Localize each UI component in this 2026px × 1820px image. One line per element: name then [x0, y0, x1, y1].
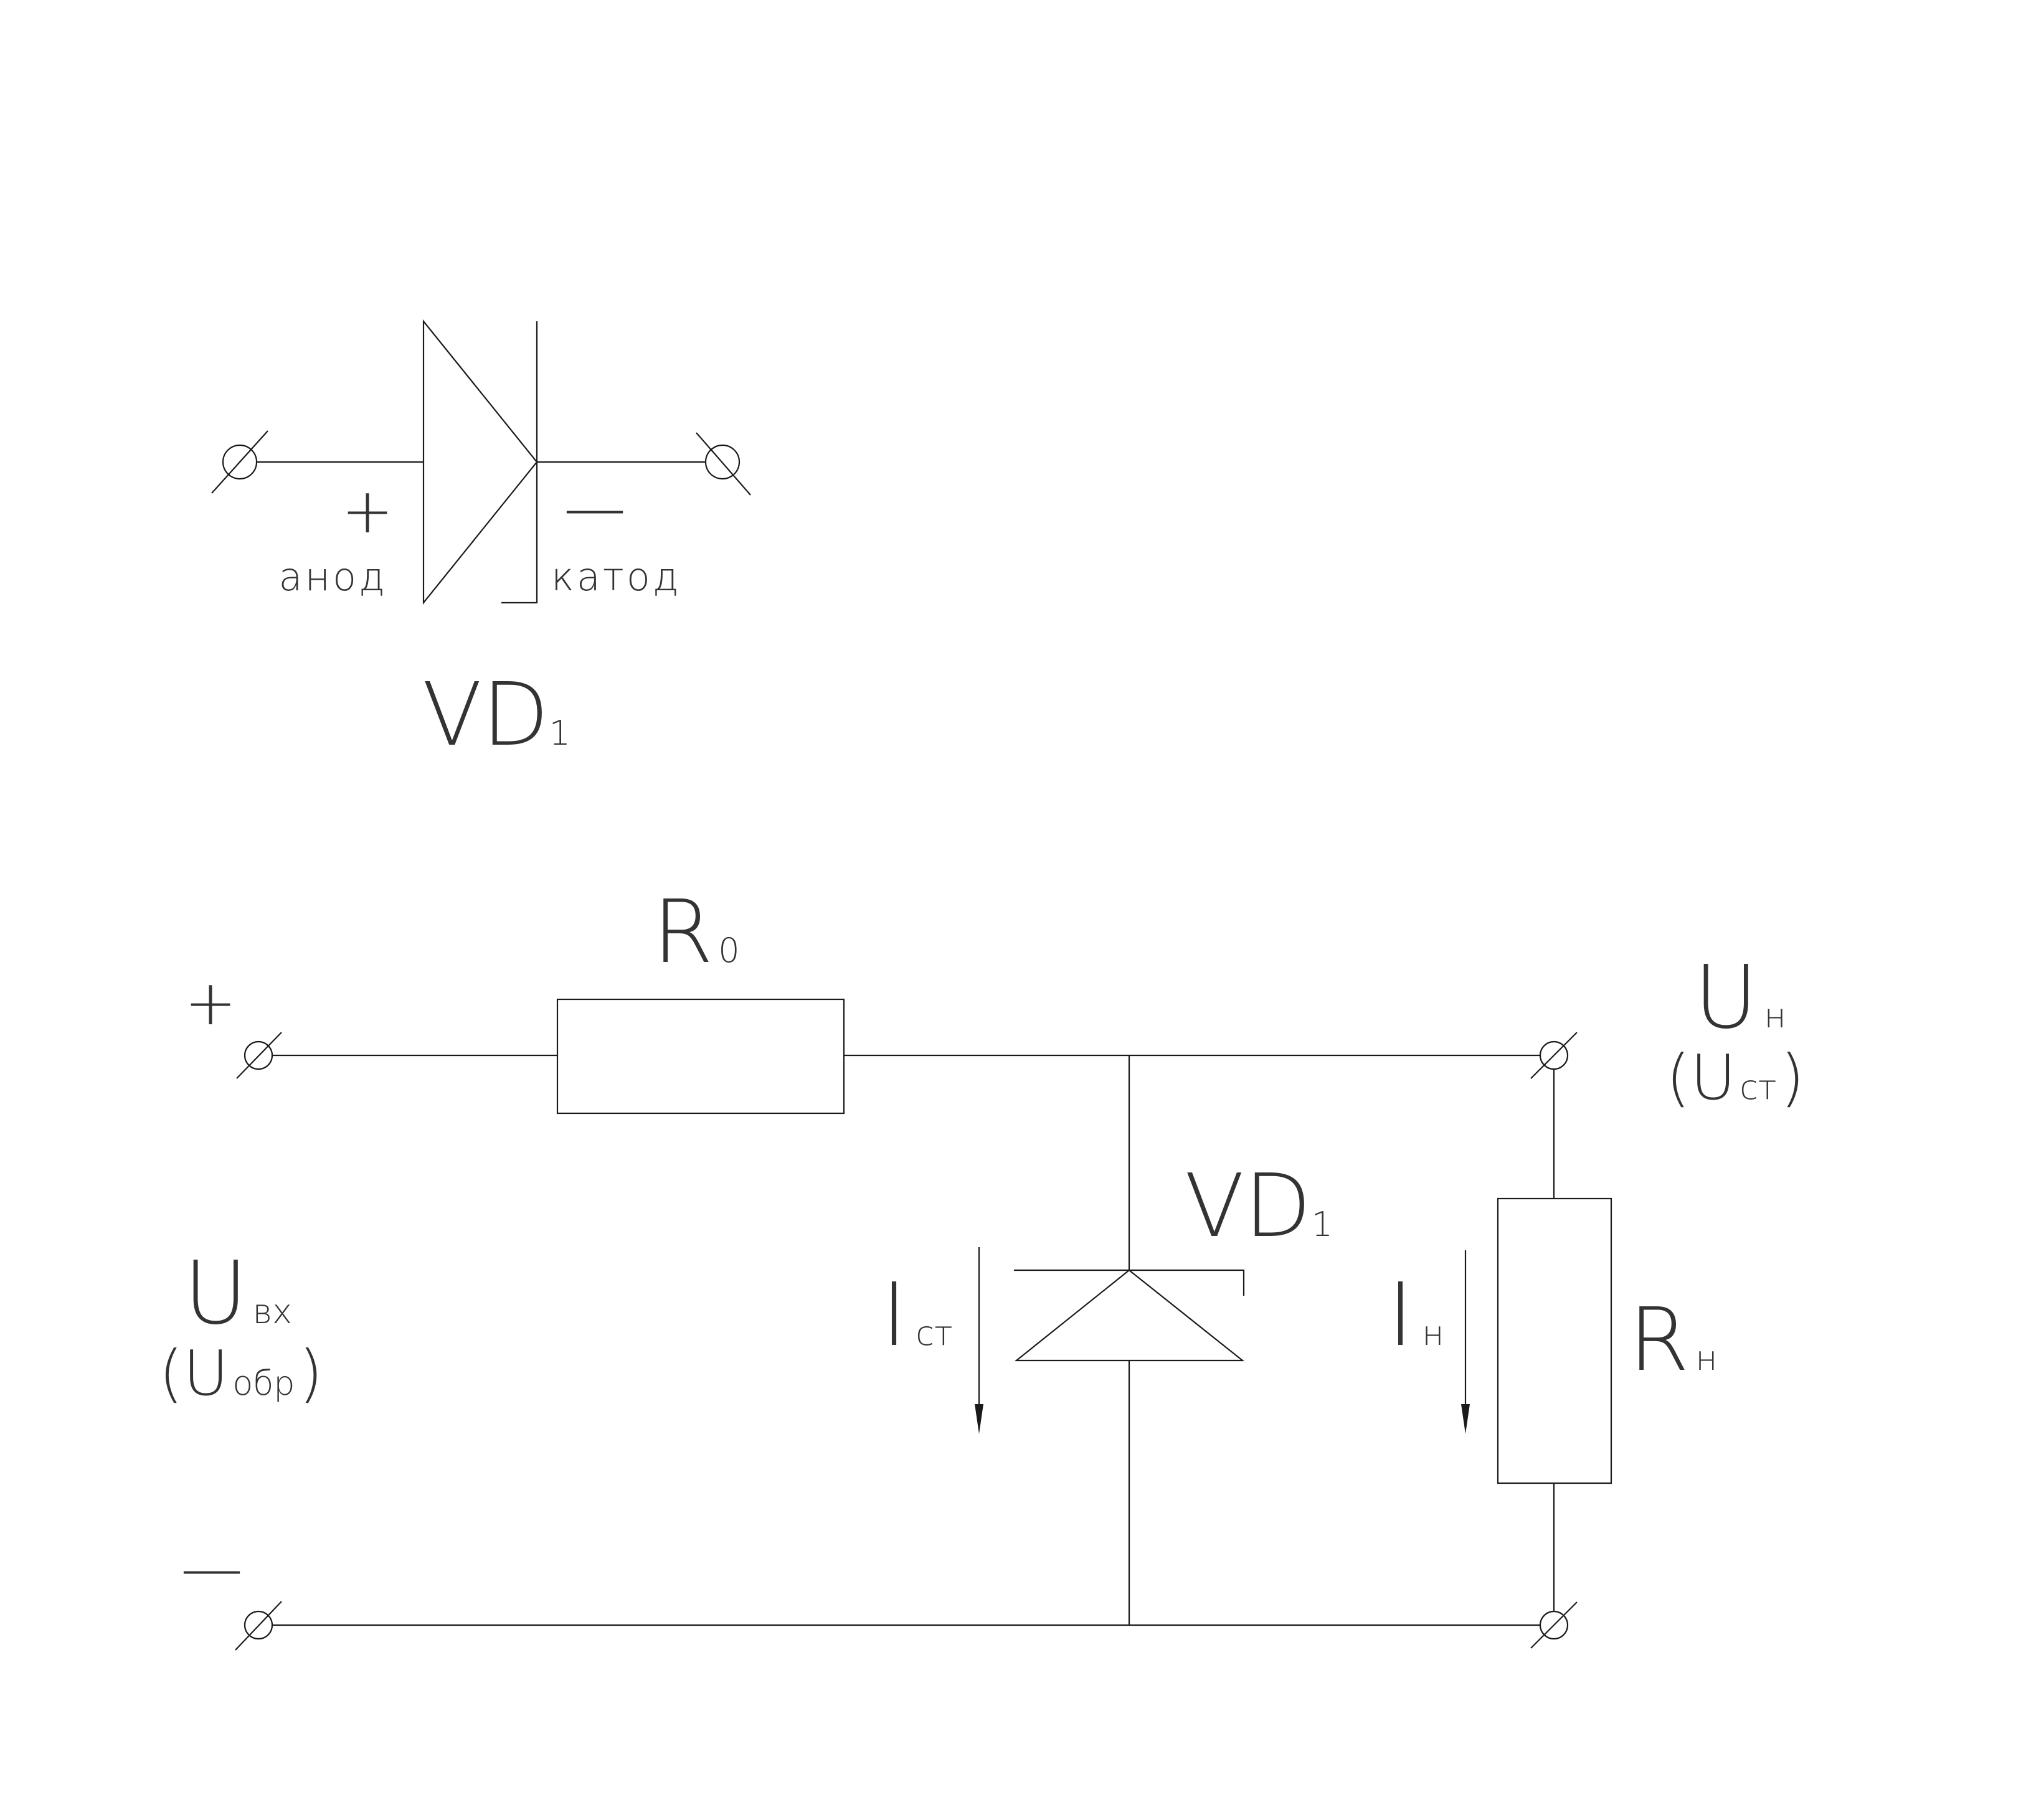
urev-label-close: ) [299, 1337, 323, 1410]
zener-designator: VD1 [1185, 1156, 1333, 1257]
ist-current-arrow [975, 1247, 983, 1434]
in-current-arrow [1461, 1250, 1470, 1434]
rn-label-main: R [1629, 1290, 1689, 1391]
diode-designator-main: VD [422, 664, 549, 766]
zener-designator-sub: 1 [1312, 1205, 1333, 1244]
cathode-label: катод [551, 554, 681, 600]
cathode-terminal [696, 432, 751, 496]
cathode-polarity: — [564, 471, 626, 544]
diode-designator: VD1 [422, 664, 570, 766]
r0-label-sub: 0 [718, 931, 739, 970]
urev-label-open: (U [159, 1337, 229, 1410]
un-label-main: U [1694, 947, 1758, 1049]
rn-label-sub: н [1695, 1339, 1717, 1378]
resistor-rn [1497, 1197, 1612, 1484]
ist-label-sub: ст [916, 1314, 952, 1353]
zener-triangle [1014, 1269, 1245, 1362]
in-label-main: I [1388, 1265, 1413, 1366]
ust-label-open: (U [1666, 1041, 1736, 1114]
ist-label-main: I [881, 1265, 907, 1366]
r0-label-main: R [653, 882, 713, 983]
diode-symbol: + — анод катод VD1 [211, 319, 751, 766]
ust-label-close: ) [1781, 1041, 1805, 1114]
zener-designator-main: VD [1185, 1156, 1312, 1257]
zener-bar [1014, 1269, 1245, 1296]
diode-triangle [422, 319, 538, 605]
urev-label-sub: обр [232, 1364, 295, 1403]
anode-polarity: + [341, 474, 394, 547]
in-label-sub: н [1422, 1314, 1444, 1353]
resistor-r0 [556, 998, 845, 1115]
un-label-sub: н [1764, 996, 1786, 1035]
anode-label: анод [279, 554, 387, 600]
uin-label-sub: вх [252, 1292, 292, 1331]
input-plus-sign: + [184, 966, 237, 1039]
input-minus-sign: — [181, 1532, 243, 1605]
diode-cathode-bar [501, 321, 538, 604]
uin-label-main: U [184, 1243, 247, 1344]
diode-designator-sub: 1 [549, 714, 570, 753]
ust-label-sub: ст [1740, 1068, 1776, 1107]
